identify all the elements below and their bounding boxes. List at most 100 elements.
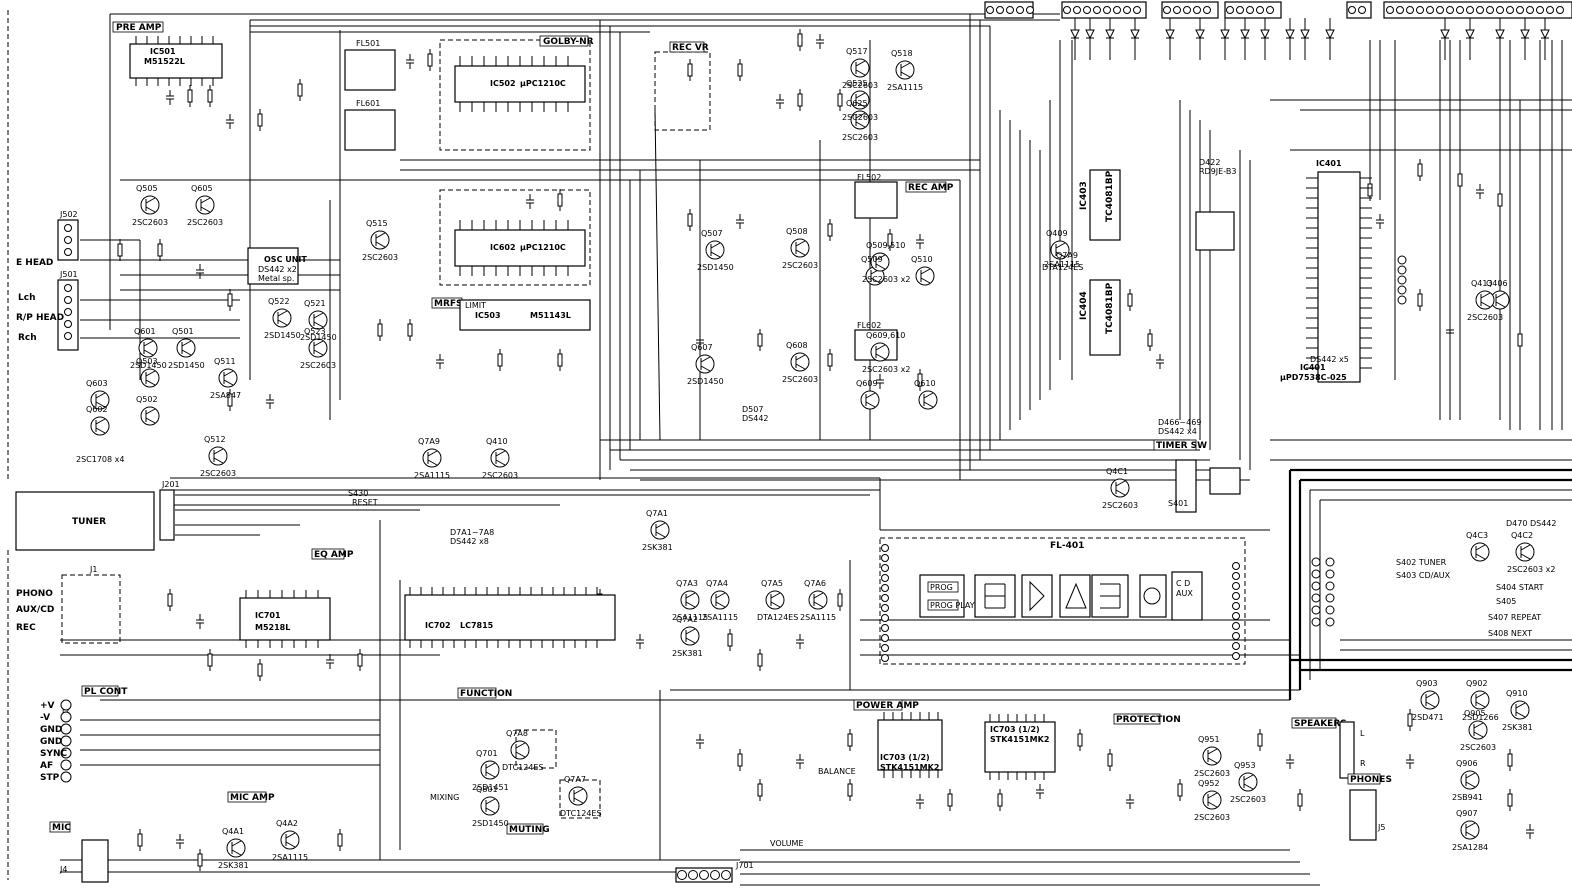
ds442-metal-note: DS442 x2	[258, 265, 297, 274]
speaker-l-label: L	[1360, 729, 1365, 738]
d466-label: D466~469	[1158, 418, 1201, 427]
transistor-part: 2SA1284	[1452, 843, 1488, 852]
transistor-ref: Q905	[1464, 709, 1486, 718]
transistor-part: 2SC2603 x2	[862, 275, 910, 284]
ic502-ref: IC502	[490, 79, 516, 88]
transistor-ref: Q4C2	[1511, 531, 1533, 540]
transistor-q517	[850, 58, 870, 78]
transistor-q502	[140, 406, 160, 426]
transistor-q953	[1238, 772, 1258, 792]
transistor-ref: Q509,510	[866, 241, 905, 250]
ic401-part: µPD7538C-025	[1280, 373, 1347, 382]
rec-vr-label: REC VR	[672, 43, 709, 53]
fl601-label: FL601	[356, 99, 380, 108]
rec-label: REC	[16, 623, 36, 633]
transistor-part: 2SC2603	[300, 361, 336, 370]
transistor-part: 2SA1115	[272, 853, 308, 862]
transistor-q605	[195, 195, 215, 215]
transistor-q610	[918, 390, 938, 410]
transistor-part: DTA124ES	[757, 613, 798, 622]
pre-amp-label: PRE AMP	[116, 23, 162, 33]
transistor-ref: Q503	[136, 357, 158, 366]
transistor-part: 2SA847	[210, 391, 241, 400]
transistor-part: 2SC2603 x2	[862, 365, 910, 374]
transistor-part: 2SD1266	[1462, 713, 1499, 722]
transistor-part: 2SA1115	[672, 613, 708, 622]
ic404-ref: IC404	[1079, 291, 1089, 320]
ic702-part: LC7815	[460, 621, 494, 630]
ic602-block: IC602 µPC1210C	[439, 189, 591, 286]
power-amp-section: POWER AMP IC703 (1/2) STK4151MK2 IC703 (…	[770, 699, 1056, 848]
eq-amp-section: EQ AMP IC701 M5218L	[239, 548, 354, 648]
ic501-part: M51522L	[144, 57, 185, 66]
q-set-note: 2SC1708 x4	[76, 455, 124, 464]
transistor-part: 2SC2603	[842, 113, 878, 122]
transistor-ref: Q601	[134, 327, 156, 336]
transistor-ref: Q4A1	[222, 827, 244, 836]
transistor-q4a1	[226, 838, 246, 858]
transistor-part: 2SC2603	[842, 81, 878, 90]
dolby-nr-label: GOLBY-NR	[543, 37, 594, 47]
transistor-ref: Q525	[846, 79, 868, 88]
transistor-ref: Q608	[786, 341, 808, 350]
pre-amp-section: PRE AMP IC501 M51522L	[112, 21, 223, 86]
transistor-part: 2SD1450	[697, 263, 734, 272]
ds442x5-label: DS442 x5	[1310, 355, 1349, 364]
timer-sw-label: TIMER SW	[1156, 441, 1207, 451]
transistor-ref: Q7A4	[706, 579, 728, 588]
ic403-ref: IC403	[1079, 181, 1089, 210]
transistor-ref: Q951	[1198, 735, 1220, 744]
ic503-part: M51143L	[530, 311, 571, 320]
transistor-q503	[140, 368, 160, 388]
transistor-ref: Q4C1	[1106, 467, 1128, 476]
prog-play-indicator: PROG PLAY	[930, 601, 975, 610]
transistor-q410	[490, 448, 510, 468]
transistor-part: 2SK381	[1502, 723, 1533, 732]
transistor-part: 2SK381	[642, 543, 673, 552]
prog-indicator: PROG	[930, 583, 953, 592]
j4-label: J4	[59, 865, 67, 874]
transistor-part: DTC124ES	[502, 763, 544, 772]
fl401-label: FL-401	[1050, 541, 1084, 551]
tuner-label: TUNER	[72, 517, 106, 527]
transistor-part: 2SC2603	[782, 375, 818, 384]
phones-label: PHONES	[1350, 775, 1392, 785]
rec-amp-label: REC AMP	[908, 183, 954, 193]
transistor-q4c3	[1470, 542, 1490, 562]
transistor-q512	[208, 446, 228, 466]
s403-label: S403 CD/AUX	[1396, 571, 1451, 580]
transistor-part: 2SC2603	[362, 253, 398, 262]
transistor-ref: Q907	[1456, 809, 1478, 818]
transistor-ref: Q7A9	[418, 437, 440, 446]
d422-label: D422	[1199, 158, 1220, 167]
transistor-q7a3	[680, 590, 700, 610]
d7a1-label: D7A1~7A8	[450, 528, 494, 537]
transistor-ref: Q603	[86, 379, 108, 388]
transistor-part: 2SA1115	[702, 613, 738, 622]
transistor-part: 2SC2603	[1194, 813, 1230, 822]
transistor-q701	[480, 760, 500, 780]
transistor-ref: Q701	[476, 749, 498, 758]
transistor-q4c1	[1110, 478, 1130, 498]
osc-unit-label: OSC UNIT	[264, 255, 307, 264]
ic703b-ref: IC703 (1/2)	[990, 725, 1040, 734]
ic502-block: GOLBY-NR IC502 µPC1210C	[439, 35, 594, 151]
ic502-part: µPC1210C	[520, 79, 566, 88]
transistor-ref: Q4A2	[276, 819, 298, 828]
e-head-label: E HEAD	[16, 258, 53, 268]
transistor-q522	[272, 308, 292, 328]
transistor-part: 2SC2603	[200, 469, 236, 478]
transistor-q608	[790, 352, 810, 372]
phono-label: PHONO	[16, 589, 53, 599]
mixing-label: MIXING	[430, 793, 459, 802]
transistor-q508	[790, 238, 810, 258]
fl501-label: FL501	[356, 39, 380, 48]
transistor-part: 2SD1450	[300, 333, 337, 342]
transistor-ref: Q4C3	[1466, 531, 1488, 540]
ds442x4-label: DS442 x4	[1158, 427, 1197, 436]
ds442-note: DS442	[742, 414, 769, 423]
transistor-part: 2SC2603	[482, 471, 518, 480]
ic702-block: IC702 LC7815 D7A1~7A8 DS442 x8 RESET S43…	[348, 489, 616, 648]
transistor-q7a5	[765, 590, 785, 610]
